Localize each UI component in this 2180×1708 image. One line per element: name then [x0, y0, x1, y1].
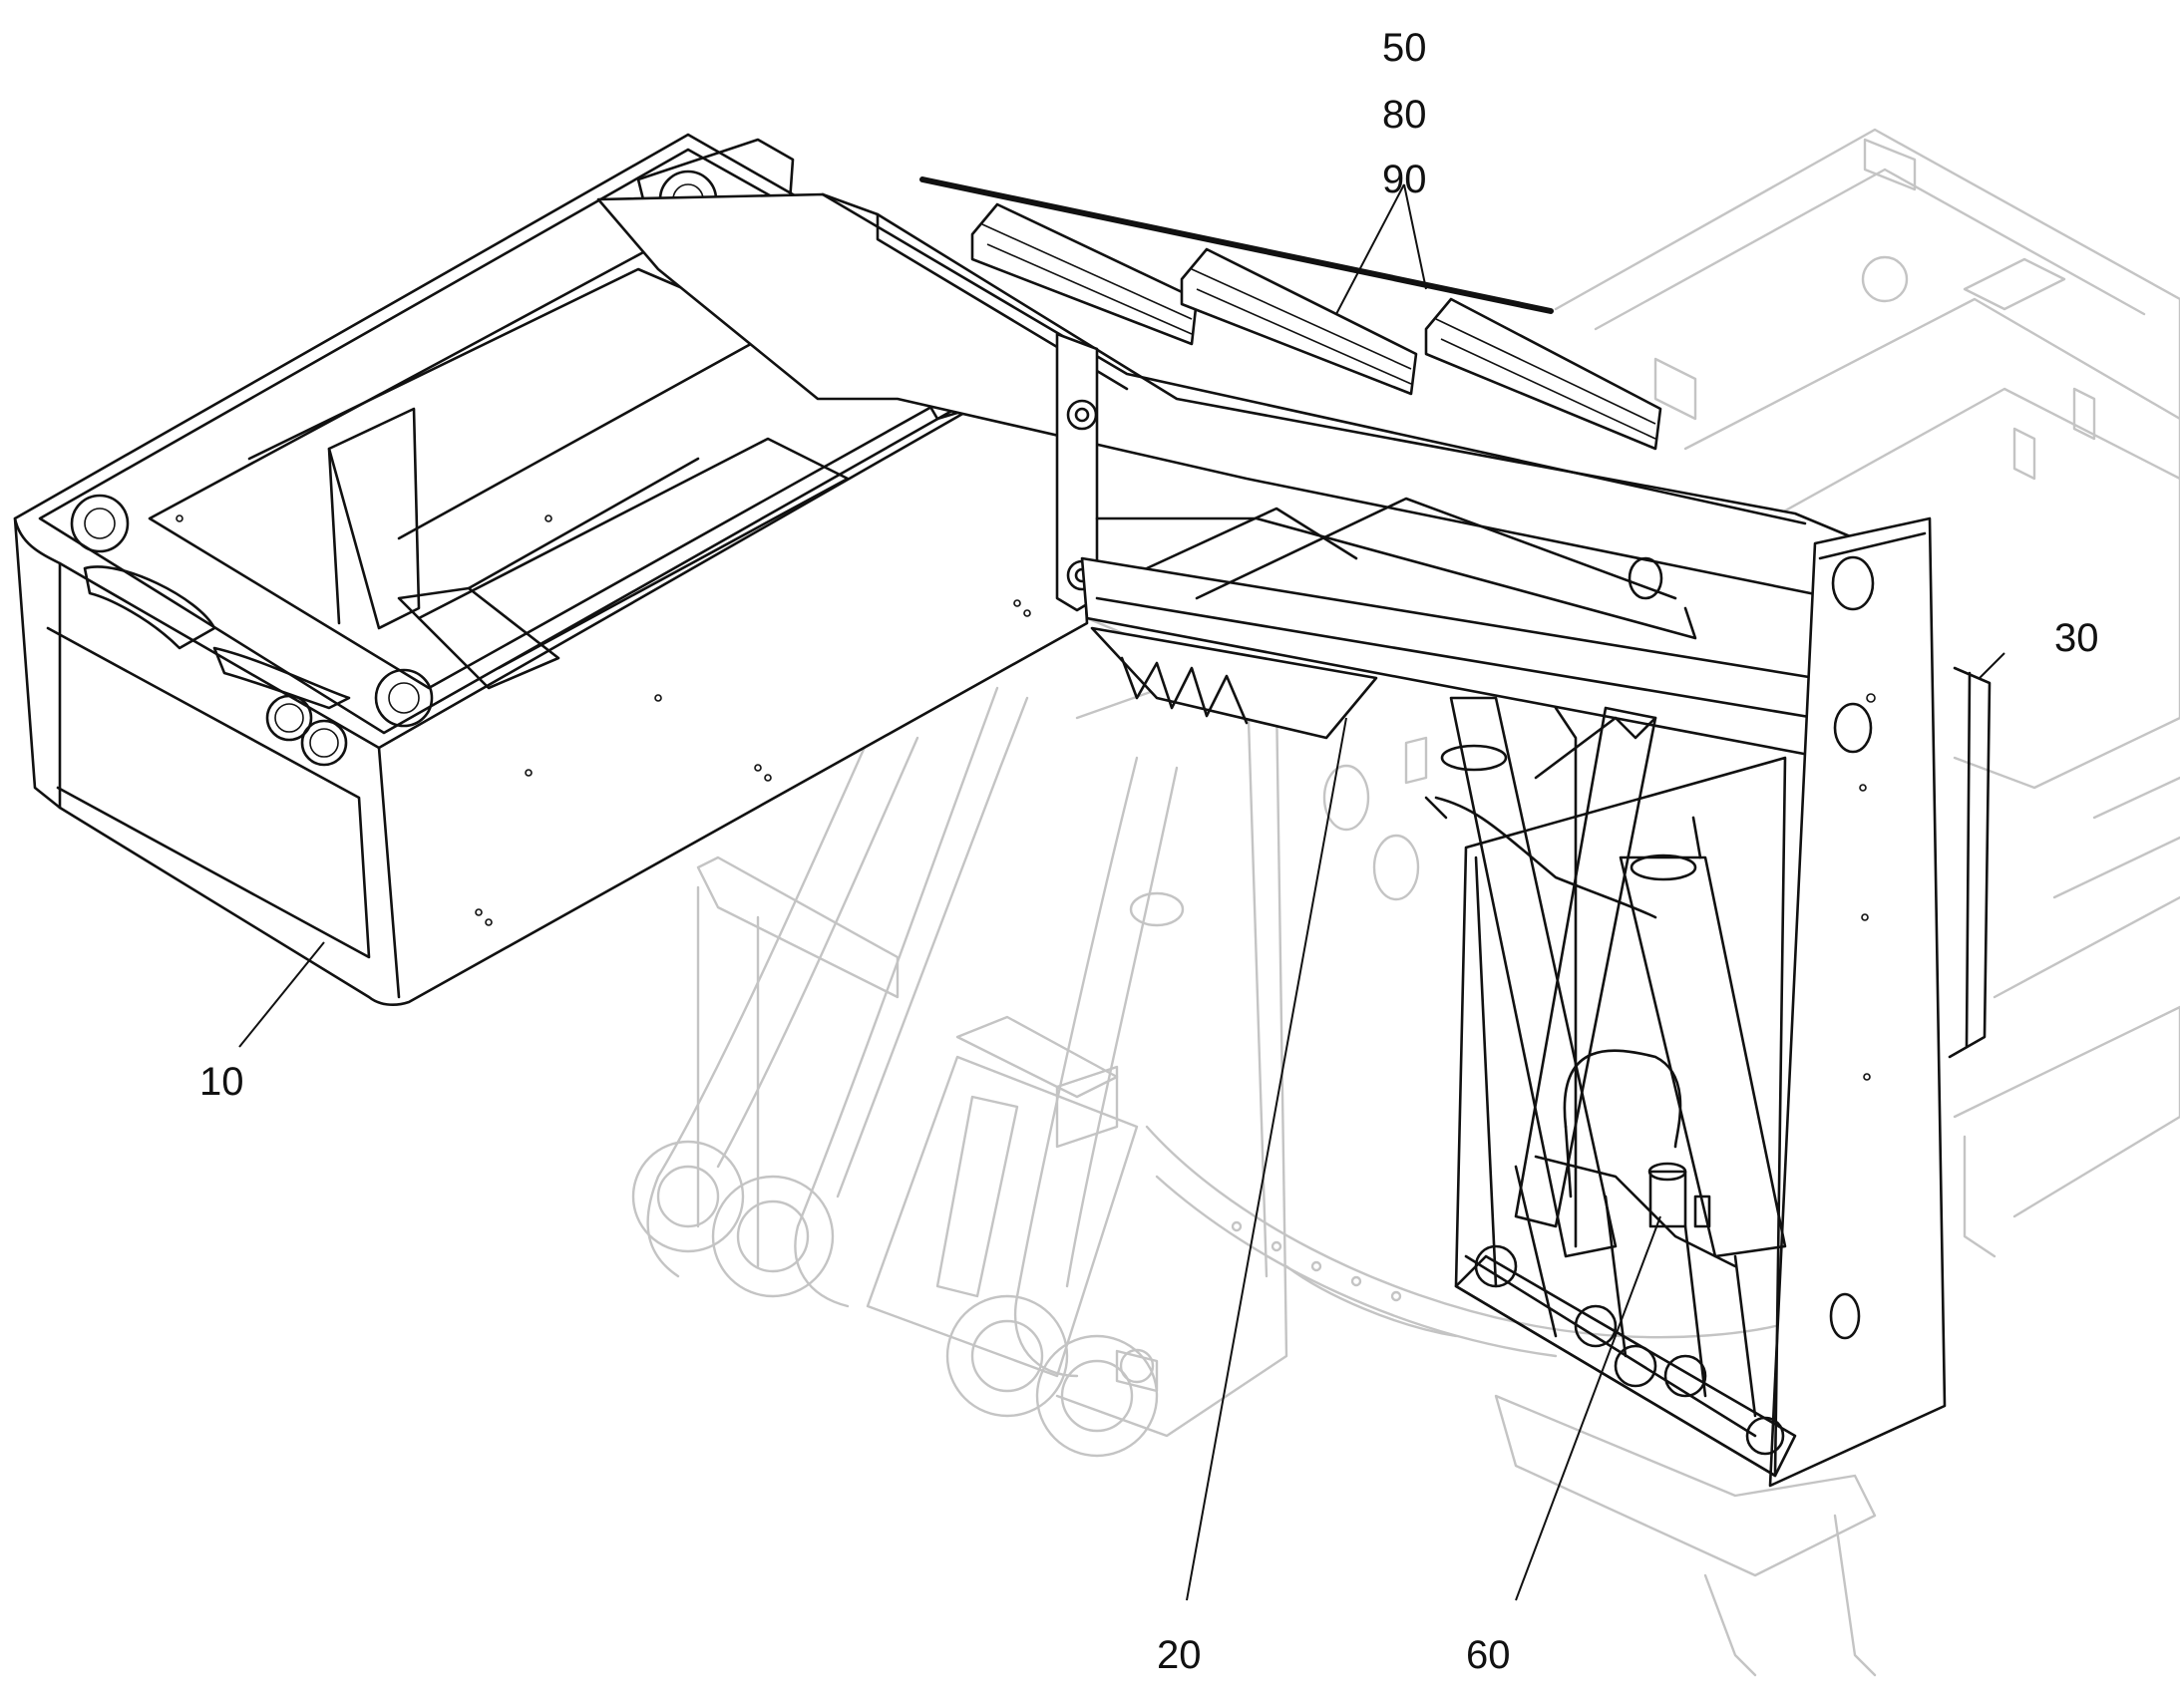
hydraulic-cylinders: [1424, 696, 1787, 1268]
callout-90: 90: [1382, 158, 1427, 201]
callout-20: 20: [1157, 1633, 1202, 1677]
lifting-frame: [596, 192, 1992, 1488]
callout-10: 10: [199, 1060, 244, 1104]
callout-30: 30: [2054, 616, 2099, 660]
callout-60: 60: [1466, 1633, 1511, 1677]
connector-strips: [919, 176, 1662, 451]
chassis-background: [696, 128, 2180, 1677]
leader-lines: [238, 183, 2005, 1601]
boom-foot-background: [631, 616, 1428, 1458]
callout-50: 50: [1382, 26, 1427, 70]
callout-80: 80: [1382, 93, 1427, 137]
